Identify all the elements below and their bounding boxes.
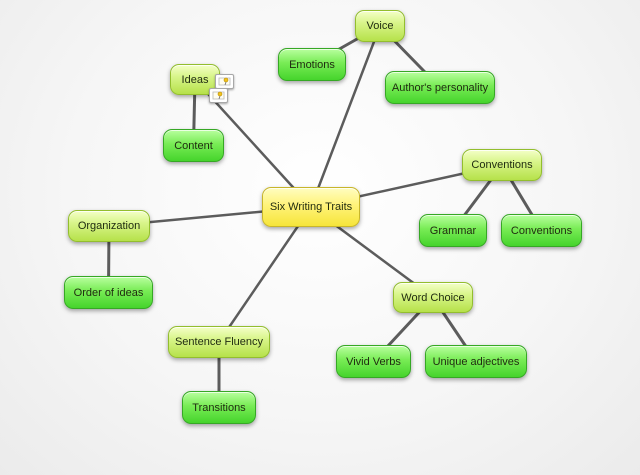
node-word-choice[interactable]: Word Choice — [393, 282, 473, 313]
note-icon[interactable] — [209, 88, 228, 103]
node-organization[interactable]: Organization — [68, 210, 150, 242]
connector-center-voice — [309, 24, 382, 209]
node-grammar[interactable]: Grammar — [419, 214, 487, 247]
node-order-of-ideas[interactable]: Order of ideas — [64, 276, 153, 309]
note-icon[interactable] — [215, 74, 234, 89]
node-voice[interactable]: Voice — [355, 10, 405, 42]
connector-center-sentence-fluency — [217, 205, 313, 344]
node-six-writing-traits[interactable]: Six Writing Traits — [262, 187, 360, 227]
node-transitions[interactable]: Transitions — [182, 391, 256, 424]
pushpin-icon — [218, 77, 231, 86]
node-emotions[interactable]: Emotions — [278, 48, 346, 81]
node-conventions[interactable]: Conventions — [462, 149, 542, 181]
node-authors-personality[interactable]: Author's personality — [385, 71, 495, 104]
pushpin-icon — [212, 91, 225, 100]
node-unique-adjectives[interactable]: Unique adjectives — [425, 345, 527, 378]
node-vivid-verbs[interactable]: Vivid Verbs — [336, 345, 411, 378]
node-sentence-fluency[interactable]: Sentence Fluency — [168, 326, 270, 358]
node-content[interactable]: Content — [163, 129, 224, 162]
node-conventions-leaf[interactable]: Conventions — [501, 214, 582, 247]
